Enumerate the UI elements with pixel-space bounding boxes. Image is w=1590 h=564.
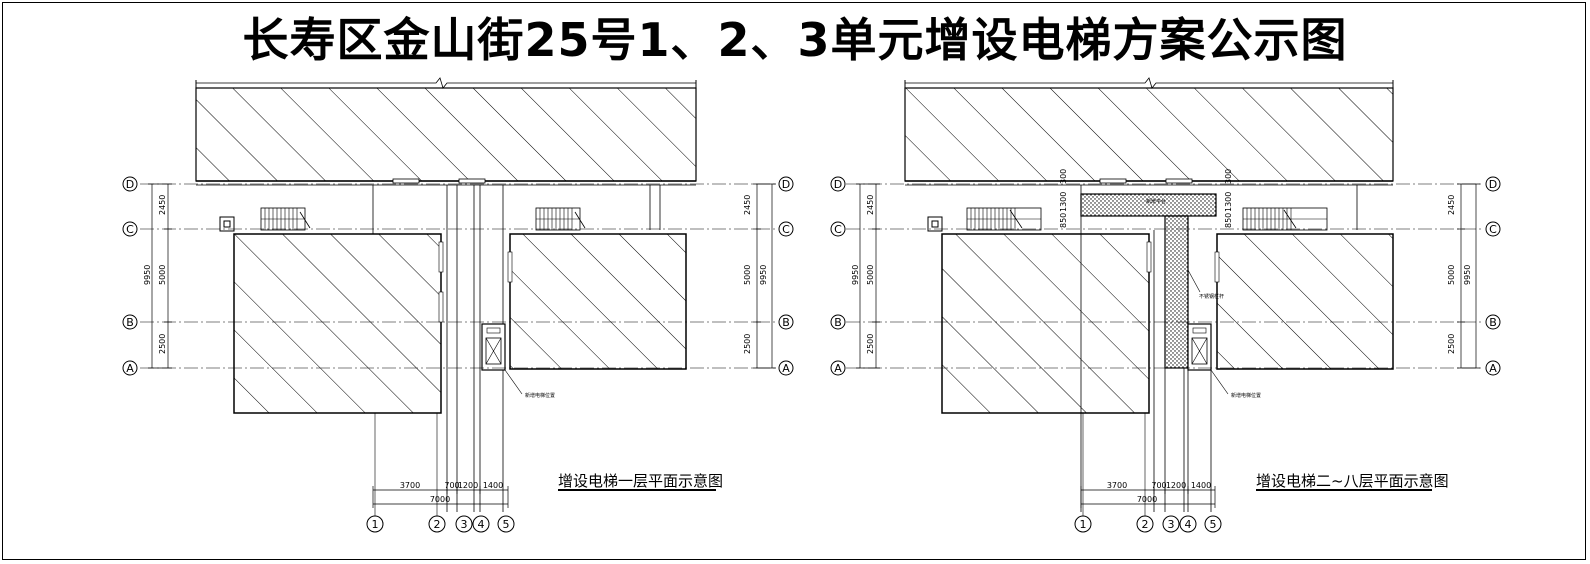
stairs-left bbox=[966, 207, 1042, 231]
dim-d-c: 2450 bbox=[743, 195, 752, 215]
axis-label-d: D bbox=[1489, 178, 1497, 191]
dim-total: 9950 bbox=[143, 265, 152, 285]
stairs-right bbox=[535, 207, 586, 231]
right-horizontal-dims bbox=[1080, 486, 1216, 508]
axis-label-5: 5 bbox=[1210, 518, 1217, 531]
dim-small-a-right: 300 bbox=[1224, 169, 1233, 184]
axis-label-a: A bbox=[126, 362, 134, 375]
axis-label-a: A bbox=[1489, 362, 1497, 375]
axis-label-c: C bbox=[1489, 223, 1497, 236]
dim-s4: 1400 bbox=[1191, 481, 1211, 490]
axis-label-1: 1 bbox=[1080, 518, 1087, 531]
page-title: 长寿区金山街25号1、2、3单元增设电梯方案公示图 bbox=[242, 13, 1348, 67]
axis-label-d: D bbox=[126, 178, 134, 191]
dim-total-h: 7000 bbox=[430, 495, 450, 504]
new-platform bbox=[1080, 193, 1217, 369]
dim-d-c: 2450 bbox=[1447, 195, 1456, 215]
dim-s1: 3700 bbox=[400, 481, 420, 490]
building-block-top bbox=[195, 87, 697, 182]
axis-label-b: B bbox=[782, 316, 790, 329]
elevator-note: 新增电梯位置 bbox=[525, 392, 555, 399]
dim-c-b: 5000 bbox=[158, 265, 167, 285]
dim-small-c-right: 850 bbox=[1224, 213, 1233, 228]
axis-label-a: A bbox=[782, 362, 790, 375]
dim-total: 9950 bbox=[1463, 265, 1472, 285]
dim-s3: 1200 bbox=[458, 481, 478, 490]
platform-note: 新增平台 bbox=[1146, 198, 1166, 205]
left-vertical-dims bbox=[148, 183, 776, 369]
dim-s2: 700 bbox=[444, 481, 459, 490]
dim-small-b-right: 1300 bbox=[1224, 192, 1233, 212]
dim-total: 9950 bbox=[851, 265, 860, 285]
axis-label-3: 3 bbox=[461, 518, 468, 531]
axis-label-c: C bbox=[126, 223, 134, 236]
elevator-note: 新增电梯位置 bbox=[1231, 392, 1261, 399]
axis-label-b: B bbox=[834, 316, 842, 329]
dim-b-a: 2500 bbox=[743, 334, 752, 354]
axis-label-c: C bbox=[782, 223, 790, 236]
dim-d-c: 2450 bbox=[158, 195, 167, 215]
elevator-shaft bbox=[1187, 323, 1229, 395]
stairs-right bbox=[1242, 207, 1328, 231]
dim-small-c: 850 bbox=[1059, 213, 1068, 228]
axis-label-5: 5 bbox=[503, 518, 510, 531]
dim-b-a: 2500 bbox=[1447, 334, 1456, 354]
dim-s3: 1200 bbox=[1166, 481, 1186, 490]
building-block-top bbox=[904, 87, 1394, 182]
building-block-left bbox=[941, 233, 1150, 414]
dim-b-a: 2500 bbox=[866, 334, 875, 354]
axis-label-a: A bbox=[834, 362, 842, 375]
building-block-right bbox=[509, 233, 687, 370]
dim-small-b: 1300 bbox=[1059, 192, 1068, 212]
axis-label-3: 3 bbox=[1168, 518, 1175, 531]
axis-label-b: B bbox=[1489, 316, 1497, 329]
axis-label-c: C bbox=[834, 223, 842, 236]
dim-c-b: 5000 bbox=[866, 265, 875, 285]
left-horizontal-dims bbox=[372, 486, 509, 508]
railing-note: 不锈钢栏杆 bbox=[1199, 293, 1224, 300]
dim-c-b: 5000 bbox=[743, 265, 752, 285]
dim-s2: 700 bbox=[1151, 481, 1166, 490]
building-block-left bbox=[233, 233, 442, 414]
left-floor-plan: 新增电梯位置 增设电梯一层平面示意图 bbox=[195, 77, 723, 512]
dim-b-a: 2500 bbox=[158, 334, 167, 354]
left-column-axes: 1 2 3 4 5 bbox=[366, 515, 515, 533]
right-plan-caption: 增设电梯二~八层平面示意图 bbox=[1256, 472, 1449, 490]
right-floor-plan: 新增平台 不锈钢栏杆 新增电梯位置 300 1300 bbox=[904, 77, 1449, 512]
dim-total-h: 7000 bbox=[1137, 495, 1157, 504]
axis-label-1: 1 bbox=[372, 518, 379, 531]
building-block-right bbox=[1216, 233, 1394, 370]
right-vertical-dims bbox=[856, 183, 1480, 369]
dim-s1: 3700 bbox=[1107, 481, 1127, 490]
axis-label-4: 4 bbox=[478, 518, 485, 531]
axis-label-d: D bbox=[782, 178, 790, 191]
dim-s4: 1400 bbox=[483, 481, 503, 490]
axis-label-4: 4 bbox=[1185, 518, 1192, 531]
column-axis-lines bbox=[374, 413, 1146, 516]
stairs-left bbox=[260, 207, 311, 231]
dim-d-c: 2450 bbox=[866, 195, 875, 215]
dim-c-b: 5000 bbox=[1447, 265, 1456, 285]
left-row-axes: D C B A D C B A bbox=[122, 176, 794, 376]
dim-small-a: 300 bbox=[1059, 169, 1068, 184]
left-plan-caption: 增设电梯一层平面示意图 bbox=[558, 472, 723, 490]
axis-label-2: 2 bbox=[1142, 518, 1149, 531]
axis-lines bbox=[140, 183, 1484, 369]
right-row-axes: D C B A D C B A bbox=[830, 176, 1501, 376]
elevator-shaft bbox=[481, 323, 523, 395]
right-column-axes: 1 2 3 4 5 bbox=[1074, 515, 1222, 533]
dim-total: 9950 bbox=[759, 265, 768, 285]
axis-label-2: 2 bbox=[434, 518, 441, 531]
axis-label-d: D bbox=[834, 178, 842, 191]
axis-label-b: B bbox=[126, 316, 134, 329]
